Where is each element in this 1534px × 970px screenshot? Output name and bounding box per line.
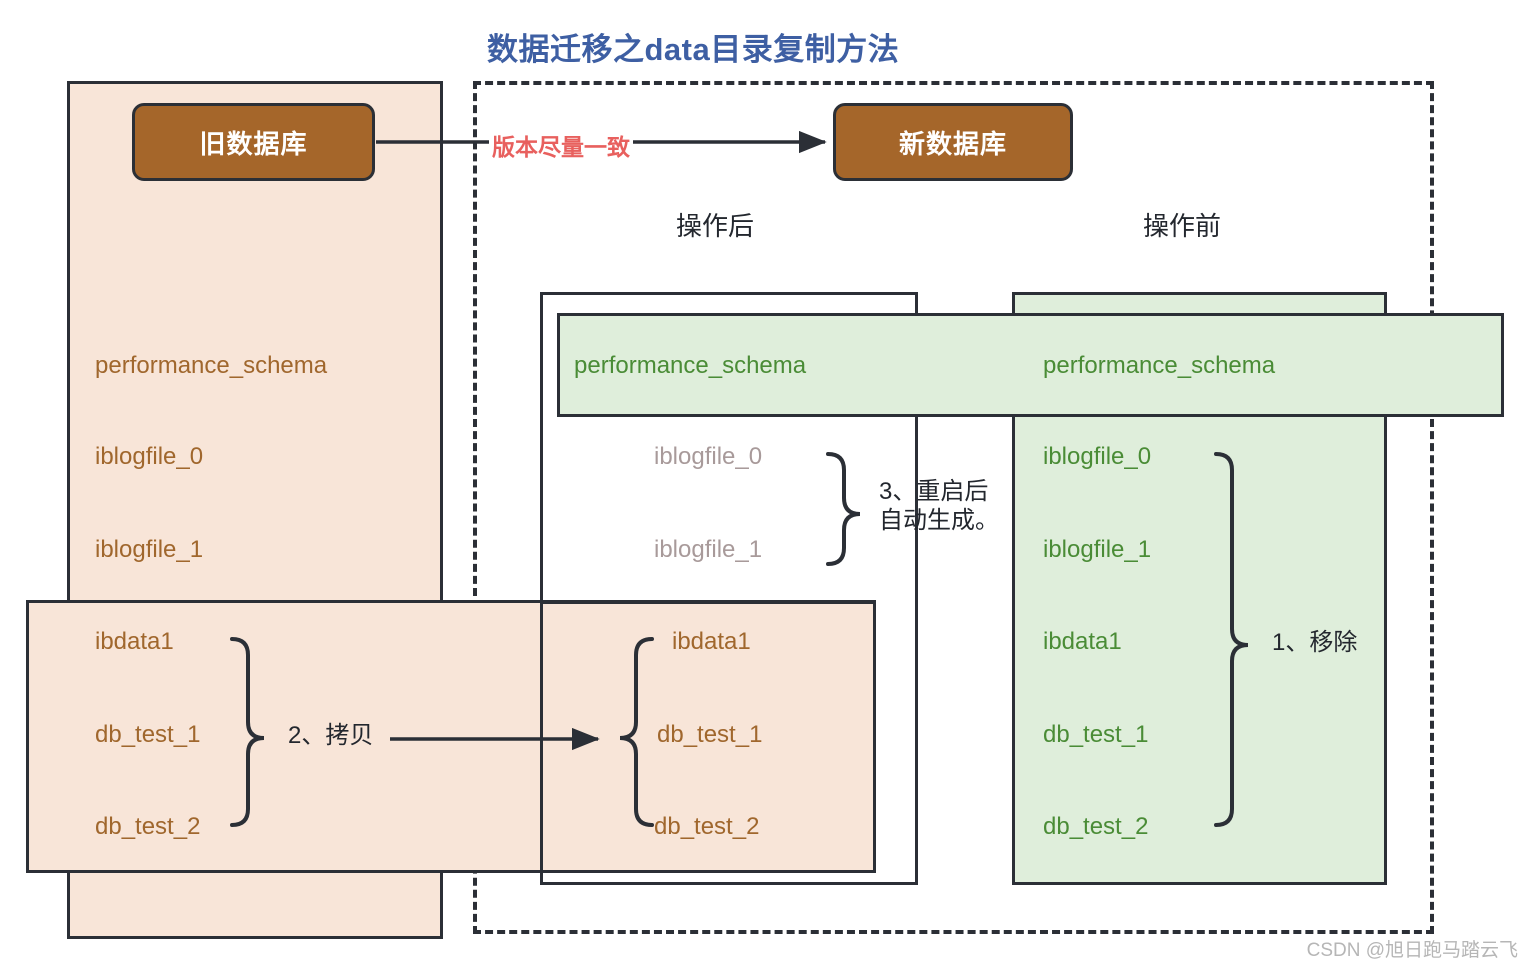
watermark: CSDN @旭日跑马踏云飞 (1306, 940, 1518, 961)
left-item-db-test-2: db_test_2 (95, 813, 201, 840)
mid-item-performance-schema: performance_schema (574, 352, 807, 379)
mid-item-db-test-1: db_test_1 (657, 721, 763, 748)
right-item-performance-schema: performance_schema (1043, 352, 1276, 379)
left-item-performance-schema: performance_schema (95, 352, 328, 379)
left-item-iblogfile-0: iblogfile_0 (95, 443, 204, 470)
after-operation-column-frame (540, 292, 918, 885)
mid-item-db-test-2: db_test_2 (654, 813, 760, 840)
page-title: 数据迁移之data目录复制方法 (487, 32, 900, 67)
new-database-box[interactable]: 新数据库 (833, 103, 1073, 181)
old-database-box[interactable]: 旧数据库 (132, 103, 375, 181)
right-item-db-test-2: db_test_2 (1043, 813, 1149, 840)
step-3-autogen-line1: 3、重启后 (879, 478, 989, 505)
version-consistency-note: 版本尽量一致 (489, 128, 633, 162)
right-item-iblogfile-0: iblogfile_0 (1043, 443, 1152, 470)
performance-schema-band (557, 313, 1504, 417)
left-item-iblogfile-1: iblogfile_1 (95, 536, 204, 563)
migration-region-boundary (473, 81, 1434, 934)
mid-item-iblogfile-1: iblogfile_1 (654, 536, 763, 563)
step-2-copy-label: 2、拷贝 (288, 722, 374, 749)
left-item-ibdata1: ibdata1 (95, 628, 174, 655)
heading-after-operation: 操作后 (676, 211, 755, 241)
left-item-db-test-1: db_test_1 (95, 721, 201, 748)
mid-item-ibdata1: ibdata1 (672, 628, 751, 655)
heading-before-operation: 操作前 (1143, 211, 1222, 241)
right-item-iblogfile-1: iblogfile_1 (1043, 536, 1152, 563)
step-3-autogen-line2: 自动生成。 (879, 507, 999, 535)
step-1-remove-label: 1、移除 (1272, 629, 1358, 656)
step-3-autogen-label: 3、重启后 自动生成。 (879, 477, 999, 536)
mid-item-iblogfile-0: iblogfile_0 (654, 443, 763, 470)
right-item-ibdata1: ibdata1 (1043, 628, 1122, 655)
right-item-db-test-1: db_test_1 (1043, 721, 1149, 748)
